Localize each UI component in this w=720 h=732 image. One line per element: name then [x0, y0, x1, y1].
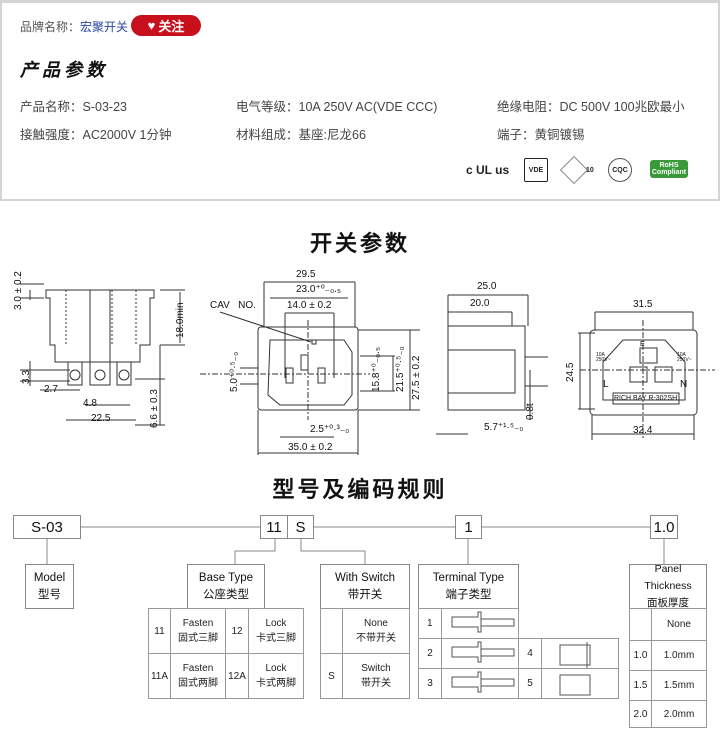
- panel-code: 2.0: [629, 700, 652, 728]
- terminal-sketches: [451, 611, 591, 696]
- terminal-code: 5: [518, 668, 542, 699]
- front-section-view: [20, 283, 185, 426]
- rating-label: 10A 250V~: [677, 352, 692, 363]
- terminal-code: 4: [518, 638, 542, 669]
- spec-item: 绝缘电阻：DC 500V 100兆欧最小: [497, 100, 685, 114]
- dim-label: 4.8: [83, 398, 97, 409]
- dim-label: 20.0: [470, 298, 490, 309]
- panel-value: None: [651, 608, 707, 641]
- panel-value: 2.0mm: [651, 700, 707, 728]
- code-base: 11: [260, 515, 288, 539]
- dim-label: 25.0: [477, 281, 497, 292]
- coding-title: 型号及编码规则: [272, 477, 448, 502]
- spec-item: 电气等级：10A 250V AC(VDE CCC): [236, 100, 438, 114]
- spec-item: 产品名称：S-03-23: [20, 100, 127, 114]
- terminal-image: [441, 638, 519, 669]
- rohs-logo: RoHS Compliant: [650, 160, 688, 178]
- side-view: [436, 294, 548, 435]
- dim-label: 5.7⁺¹·⁵₋₀: [484, 422, 524, 433]
- code-model: S-03: [13, 515, 81, 539]
- terminal-image: [441, 668, 519, 699]
- dim-label: 35.0 ± 0.2: [288, 442, 333, 453]
- follow-button[interactable]: ♥关注: [131, 15, 201, 36]
- terminal-code: 3: [418, 668, 442, 699]
- dim-label: 24.5: [565, 362, 576, 382]
- follow-label: 关注: [158, 19, 185, 34]
- dim-label: 31.5: [633, 299, 653, 310]
- spec-item: 端子：黄铜镀锡: [497, 128, 585, 142]
- code-panel: 1.0: [650, 515, 678, 539]
- cav-no-label: CAV NO.: [210, 300, 256, 311]
- panel-value: 1.5mm: [651, 670, 707, 701]
- rear-view: [578, 311, 715, 440]
- panel-code: [629, 608, 652, 641]
- brand-row: 品牌名称：宏聚开关: [20, 18, 128, 35]
- base-code: 11A: [148, 653, 171, 699]
- dim-label: 29.5: [296, 269, 316, 280]
- dim-label: 32.4: [633, 425, 653, 436]
- dim-label: 2.5⁺⁰·³₋₀: [310, 424, 350, 435]
- top-view: [200, 281, 420, 455]
- dim-label: 6.6 ± 0.3: [149, 389, 160, 428]
- base-code: 12: [225, 608, 249, 654]
- terminal-n-label: N: [680, 379, 688, 390]
- terminal-l-label: L: [603, 379, 609, 390]
- ul-logo: c UL us: [466, 163, 510, 177]
- brand-link[interactable]: 宏聚开关: [80, 20, 129, 34]
- dim-label: 14.0 ± 0.2: [287, 300, 332, 311]
- switch-code: [320, 608, 343, 654]
- terminal-image: [541, 668, 619, 699]
- switch-code: S: [320, 653, 343, 699]
- product-info-panel: [0, 0, 720, 201]
- terminal-image: [541, 638, 619, 669]
- code-switch: S: [287, 515, 314, 539]
- dim-label: 3.3: [21, 370, 32, 384]
- spec-item: 材料组成：基座:尼龙66: [236, 128, 366, 142]
- dim-label: 22.5: [91, 413, 111, 424]
- terminal-image: [441, 608, 519, 639]
- dim-label: 18.0min: [175, 302, 186, 338]
- brand-label: 品牌名称：: [20, 20, 81, 34]
- dim-label: 2.7: [44, 384, 58, 395]
- dim-label: 15.8⁺⁰₋₀.₅: [371, 347, 382, 392]
- dim-label: 23.0⁺⁰₋₀.₅: [296, 284, 341, 295]
- panel-code: 1.5: [629, 670, 652, 701]
- dim-label: 5.0⁺⁰·⁵₋₀: [229, 351, 240, 392]
- base-code: 12A: [225, 653, 249, 699]
- coding-connectors: [46, 526, 665, 564]
- dim-label: 21.5⁺⁰·⁵₋₀: [395, 346, 406, 392]
- section-title: 产品参数: [20, 60, 108, 81]
- rating-label: 10A 250V~: [596, 352, 611, 363]
- panel-code: 1.0: [629, 640, 652, 671]
- terminal-code: 2: [418, 638, 442, 669]
- base-code: 11: [148, 608, 171, 654]
- spec-item: 接触强度：AC2000V 1分钟: [20, 128, 172, 142]
- terminal-code: 1: [418, 608, 442, 639]
- enec-number: 10: [586, 167, 594, 174]
- dim-label: 3.0 ± 0.2: [13, 271, 24, 310]
- panel-value: 1.0mm: [651, 640, 707, 671]
- rear-label: RICH BAY R-302SH: [614, 395, 678, 402]
- drawing-title: 开关参数: [309, 231, 410, 256]
- cqc-logo: CQC: [608, 158, 632, 182]
- earth-label: E: [640, 341, 645, 348]
- heart-icon: ♥: [147, 18, 156, 33]
- dim-label: 27.5 ± 0.2: [411, 355, 422, 400]
- vde-logo: VDE: [524, 158, 548, 182]
- dim-label: 0.8t: [525, 403, 536, 420]
- code-terminal: 1: [455, 515, 482, 539]
